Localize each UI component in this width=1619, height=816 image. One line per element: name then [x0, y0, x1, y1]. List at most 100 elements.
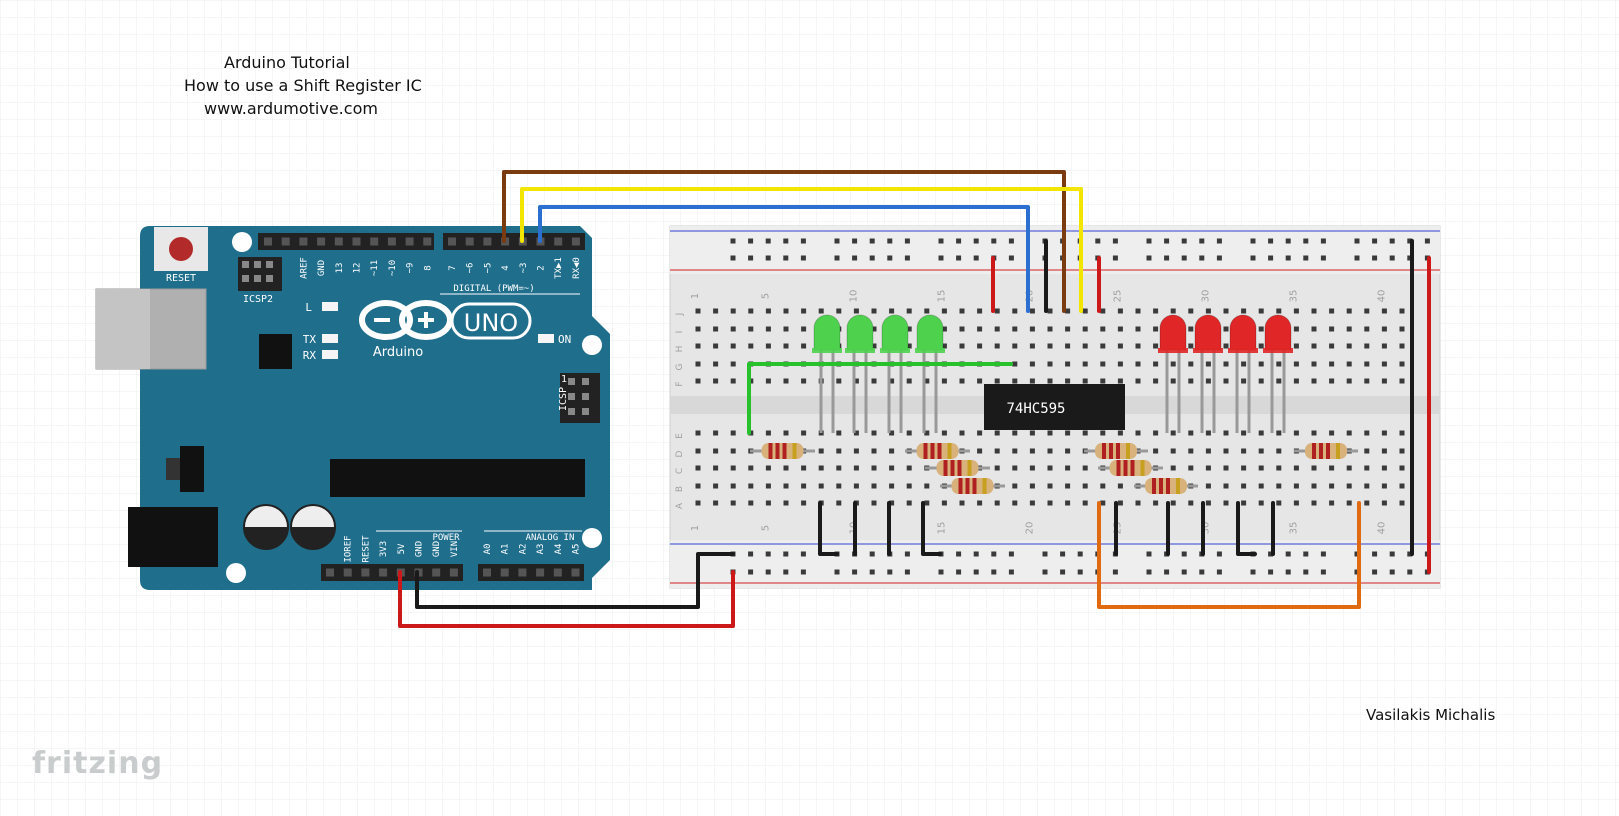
green-led [813, 314, 841, 351]
hole [730, 448, 736, 454]
hole [1065, 483, 1071, 489]
hole [1135, 430, 1141, 436]
hole [1311, 465, 1317, 471]
rail-hole [1112, 238, 1118, 244]
hole [1047, 483, 1053, 489]
rail-hole [1320, 569, 1326, 575]
column-number: 15 [936, 290, 947, 303]
rail-hole [1320, 238, 1326, 244]
hole [1170, 465, 1176, 471]
hole [1065, 465, 1071, 471]
hole [730, 483, 736, 489]
hole [1170, 448, 1176, 454]
hole [818, 448, 824, 454]
hole [1276, 483, 1282, 489]
hole [783, 343, 789, 349]
rail-hole [1389, 255, 1395, 261]
rail-hole [904, 238, 910, 244]
rail-hole [869, 238, 875, 244]
hole [1029, 448, 1035, 454]
hole [1188, 361, 1194, 367]
hole [1399, 378, 1405, 384]
hole [1276, 465, 1282, 471]
rail-hole [1146, 255, 1152, 261]
hole [1047, 448, 1053, 454]
rail-hole [1216, 238, 1222, 244]
hole [1399, 361, 1405, 367]
hole [1205, 378, 1211, 384]
icsp2-pin [254, 275, 261, 282]
reset-button[interactable] [169, 237, 193, 261]
hole [1258, 378, 1264, 384]
icsp2-pin [242, 275, 249, 282]
hole [1082, 500, 1088, 506]
hole [1381, 308, 1387, 314]
hole [748, 500, 754, 506]
hole [713, 343, 719, 349]
hole [1065, 326, 1071, 332]
icsp2-pin [254, 261, 261, 268]
hole [889, 483, 895, 489]
hole [765, 465, 771, 471]
led-rim [1263, 348, 1293, 353]
hole [1293, 500, 1299, 506]
hole [783, 308, 789, 314]
row-letter: F [675, 381, 685, 386]
hole [801, 308, 807, 314]
hole [994, 326, 1000, 332]
capacitor-band [291, 527, 335, 549]
resistor-band [1326, 443, 1330, 459]
hole [1241, 483, 1247, 489]
header-pin [299, 237, 308, 246]
hole [941, 308, 947, 314]
rail-hole [1285, 238, 1291, 244]
row-letter: B [675, 486, 685, 492]
hole [713, 483, 719, 489]
hole [730, 343, 736, 349]
hole [871, 448, 877, 454]
green-led [881, 314, 909, 351]
hole [1258, 465, 1264, 471]
hole [906, 483, 912, 489]
row-letter: G [675, 363, 685, 370]
hole [977, 308, 983, 314]
rail-hole [1146, 551, 1152, 557]
hole [994, 430, 1000, 436]
hole [853, 483, 859, 489]
hole [695, 483, 701, 489]
hole [1100, 343, 1106, 349]
column-number: 40 [1376, 522, 1387, 535]
column-number: 40 [1376, 290, 1387, 303]
wire-data-yellow [520, 187, 1083, 313]
hole [906, 430, 912, 436]
title-line-3: www.ardumotive.com [204, 99, 378, 118]
header-pin [352, 237, 361, 246]
rail-hole [1407, 255, 1413, 261]
rail-hole [1268, 238, 1274, 244]
hole [941, 326, 947, 332]
header-pin [361, 568, 370, 577]
hole [1399, 500, 1405, 506]
hole [924, 308, 930, 314]
hole [695, 500, 701, 506]
hole [994, 343, 1000, 349]
hole [748, 483, 754, 489]
hole [1170, 361, 1176, 367]
hole [1117, 500, 1123, 506]
red-led [1264, 314, 1292, 351]
hole [1205, 483, 1211, 489]
hole [765, 430, 771, 436]
fritzing-logo: fritzing [32, 746, 164, 781]
header-pin [317, 237, 326, 246]
header-power [321, 564, 463, 581]
green-led [846, 314, 874, 351]
rail-hole [1008, 255, 1014, 261]
rail-hole [800, 238, 806, 244]
resistor-band [792, 443, 797, 459]
ic-body [984, 384, 1125, 430]
hole [713, 326, 719, 332]
pin-label: 4 [501, 265, 511, 270]
resistor-band [775, 443, 780, 459]
hole [1399, 308, 1405, 314]
